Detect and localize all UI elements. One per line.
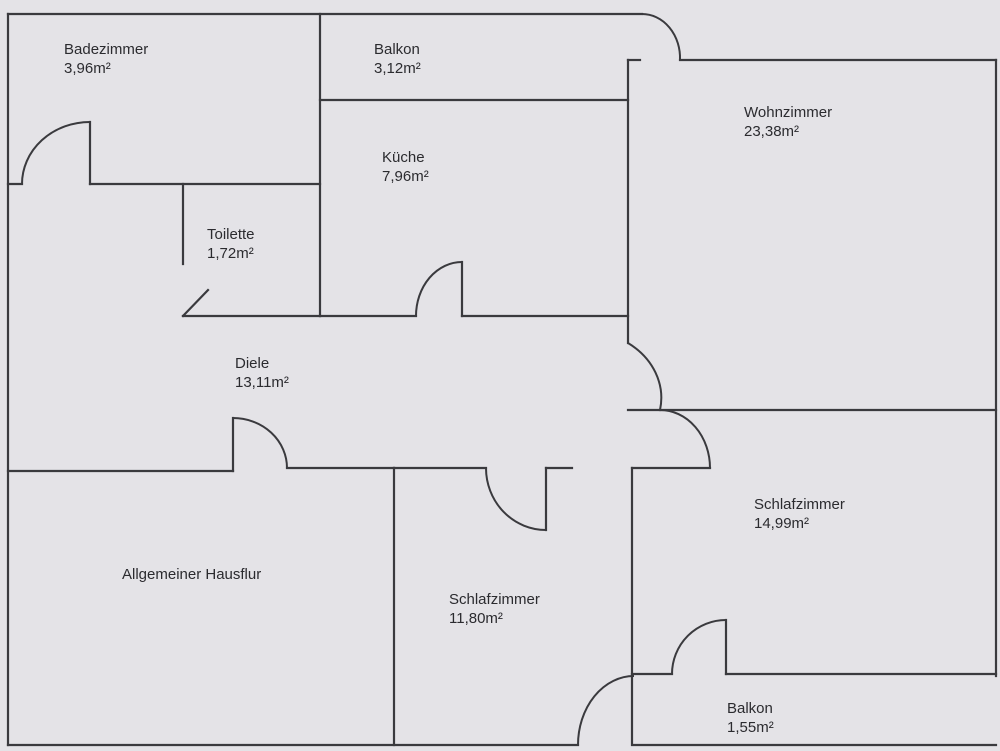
door-schlafzimmer-2 [659,409,711,469]
label-diele-area: 13,11m² [235,374,289,391]
label-diele-name: Diele [235,355,269,372]
wall-toilette-door-leaf [181,288,210,318]
door-badezimmer [21,121,91,185]
label-balkon-top-name: Balkon [374,41,420,58]
label-toilette-name: Toilette [207,226,255,243]
room-labels: Badezimmer 3,96m² Balkon 3,12m² Küche 7,… [64,41,845,736]
door-schlafzimmer-1 [485,467,547,531]
label-badezimmer-name: Badezimmer [64,41,148,58]
door-kueche [415,261,463,317]
label-wohnzimmer-name: Wohnzimmer [744,104,832,121]
label-schlafzimmer-2-area: 14,99m² [754,515,809,532]
door-hausflur [232,417,288,469]
label-badezimmer-area: 3,96m² [64,60,111,77]
label-wohnzimmer-area: 23,38m² [744,123,799,140]
walls [6,12,998,747]
label-schlafzimmer-1-name: Schlafzimmer [449,591,540,608]
doors [21,12,727,746]
label-hausflur-name: Allgemeiner Hausflur [122,566,261,583]
label-balkon-bottom-name: Balkon [727,700,773,717]
label-toilette-area: 1,72m² [207,245,254,262]
door-balkon-top [641,12,682,61]
door-balkon-bottom [671,619,727,675]
label-kueche-name: Küche [382,149,425,166]
label-balkon-bottom-area: 1,55m² [727,719,774,736]
door-balkon-bottom-2 [577,675,635,746]
label-balkon-top-area: 3,12m² [374,60,421,77]
label-kueche-area: 7,96m² [382,168,429,185]
label-schlafzimmer-1-area: 11,80m² [449,610,503,627]
door-wohnzimmer [627,342,663,411]
label-schlafzimmer-2-name: Schlafzimmer [754,496,845,513]
